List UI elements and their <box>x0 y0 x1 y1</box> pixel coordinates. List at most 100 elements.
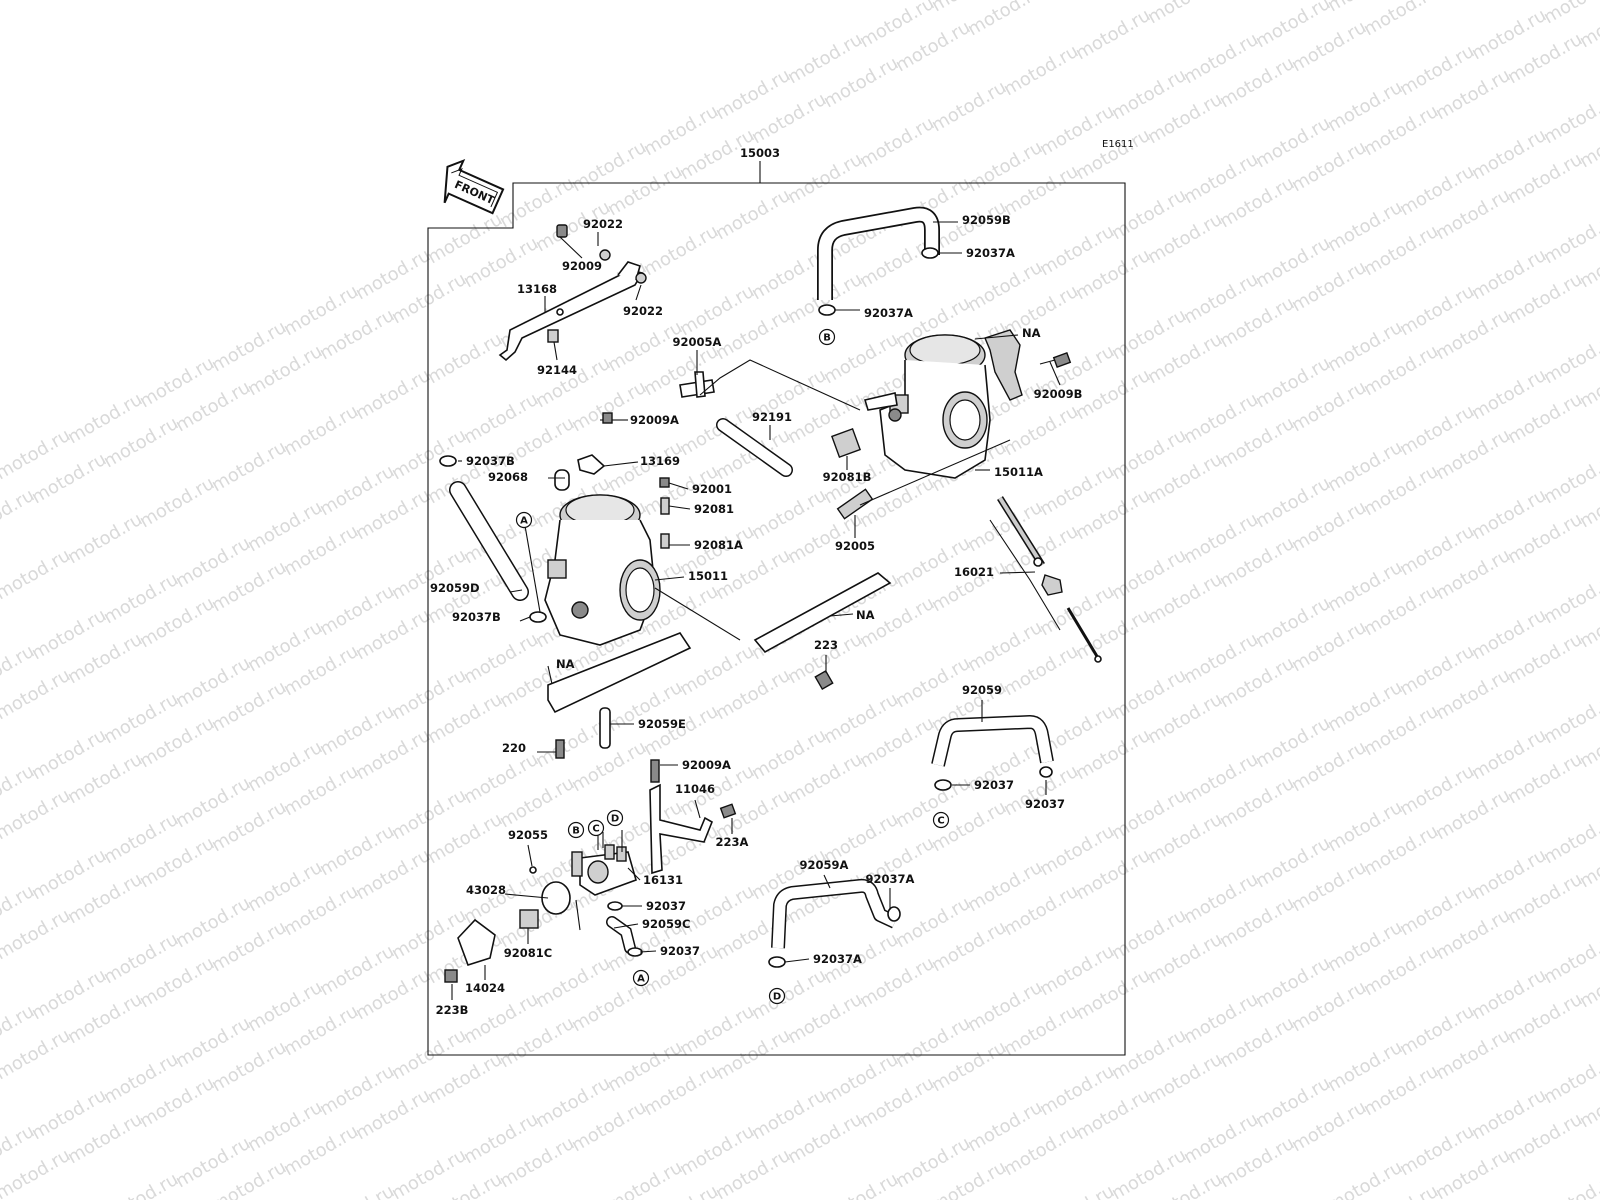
part-label-92037a-1: 92037A <box>966 246 1015 260</box>
watermark-text: motod.ru <box>1540 329 1600 388</box>
part-label-92009a-2: 92009A <box>682 758 731 772</box>
part-label-92037a-4: 92037A <box>813 952 862 966</box>
leader-lines <box>451 221 1061 1000</box>
callout-circle <box>818 328 836 346</box>
leader-line <box>654 576 685 581</box>
watermark-text: motod.ru <box>1324 1157 1406 1200</box>
callout-b-bottom: B <box>567 821 585 839</box>
part-label-92055: 92055 <box>508 828 548 842</box>
part-label-92059e: 92059E <box>638 717 686 731</box>
callout-a-bottom: A <box>632 969 650 987</box>
part-label-92059c: 92059C <box>642 917 690 931</box>
plate-na-right <box>753 572 892 654</box>
part-label-92144: 92144 <box>537 363 577 377</box>
callout-letter: C <box>592 824 599 835</box>
link-line-1 <box>699 359 861 411</box>
watermark-text: motod.ru <box>1540 89 1600 148</box>
leader-line <box>694 799 701 819</box>
leader-line <box>575 899 581 931</box>
part-label-220: 220 <box>502 741 526 755</box>
leader-line <box>509 589 523 593</box>
watermark-text: motod.ru <box>1540 809 1600 868</box>
screw-92009a-2-icon <box>650 759 660 783</box>
part-label-92005: 92005 <box>835 539 875 553</box>
leader-line <box>523 519 541 613</box>
part-label-92009b: 92009B <box>1034 387 1083 401</box>
diaphragm-43028 <box>541 881 571 915</box>
part-label-16021: 16021 <box>954 565 994 579</box>
watermark-text: motod.ru <box>1540 689 1600 748</box>
watermark-text: motod.ru <box>100 1169 182 1200</box>
watermark-text: motod.ru <box>1540 0 1600 28</box>
callout-letter: D <box>773 992 781 1003</box>
hose-92059a <box>772 880 898 949</box>
cap-92068 <box>554 469 570 491</box>
part-label-92059: 92059 <box>962 683 1002 697</box>
callout-letter: B <box>572 826 580 837</box>
screw-220-icon <box>555 739 565 759</box>
callout-d-bottom: D <box>606 809 624 827</box>
leader-line <box>974 334 1019 340</box>
part-label-223: 223 <box>814 638 838 652</box>
part-label-92037b-2: 92037B <box>452 610 501 624</box>
part-label-223a: 223A <box>716 835 749 849</box>
screw-92009a-icon <box>602 412 613 424</box>
part-label-92001: 92001 <box>692 482 732 496</box>
watermark-text: motod.ru <box>1540 1169 1600 1200</box>
watermark-text: motod.ru <box>964 0 1046 40</box>
callout-b-top: B <box>818 328 836 346</box>
cover-14024 <box>457 918 496 966</box>
watermark-text: motod.ru <box>1036 1181 1118 1200</box>
hose-92059 <box>932 716 1053 767</box>
spring-92081b <box>831 428 861 458</box>
screw-16021 <box>997 496 1102 663</box>
leader-line <box>547 665 553 685</box>
part-label-92009a-1: 92009A <box>630 413 679 427</box>
part-label-92037-1: 92037 <box>974 778 1014 792</box>
part-label-92005a: 92005A <box>673 335 722 349</box>
screw-223-icon <box>814 669 834 691</box>
watermark-text: motod.ru <box>136 473 218 532</box>
leader-line <box>668 482 689 490</box>
watermark-text: motod.ru <box>1144 0 1226 28</box>
watermark-text: motod.ru <box>928 77 1010 136</box>
part-label-92081a: 92081A <box>694 538 743 552</box>
watermark-text: motod.ru <box>1072 5 1154 64</box>
part-label-92191: 92191 <box>752 410 792 424</box>
watermark-text: motod.ru <box>424 329 506 388</box>
part-label-92059b: 92059B <box>962 213 1011 227</box>
watermark-text: motod.ru <box>1000 41 1082 100</box>
part-label-92022a: 92022 <box>583 217 623 231</box>
watermark-text: motod.ru <box>1432 0 1514 4</box>
spring-92081c <box>519 909 539 929</box>
leader-line <box>527 844 533 867</box>
part-label-16131: 16131 <box>643 873 683 887</box>
callout-c-bottom: C <box>587 819 605 837</box>
callout-circle <box>606 809 624 827</box>
part-label-92022b: 92022 <box>623 304 663 318</box>
carburetor-15011 <box>544 454 670 646</box>
leader-line <box>553 341 558 361</box>
part-label-15011: 15011 <box>688 569 728 583</box>
part-label-92059d: 92059D <box>430 581 480 595</box>
diagram-code: E1611 <box>1102 139 1134 150</box>
watermark-text: motod.ru <box>1540 449 1600 508</box>
callout-circle <box>567 821 585 839</box>
callout-circle <box>587 819 605 837</box>
watermark-text: motod.ru <box>280 401 362 460</box>
callout-circle <box>768 987 786 1005</box>
screw-223a-icon <box>719 803 737 819</box>
part-label-92059a: 92059A <box>800 858 849 872</box>
watermark-text: motod.ru <box>1360 0 1442 40</box>
part-label-43028: 43028 <box>466 883 506 897</box>
watermark-text: motod.ru <box>784 149 866 208</box>
assembly-number: 15003 <box>740 146 780 160</box>
tube-92191 <box>717 419 792 476</box>
part-label-13168: 13168 <box>517 282 557 296</box>
hose-92059d <box>450 482 528 600</box>
watermark-text: motod.ru <box>604 1157 686 1200</box>
watermark-text: motod.ru <box>0 545 74 604</box>
callout-circle <box>632 969 650 987</box>
